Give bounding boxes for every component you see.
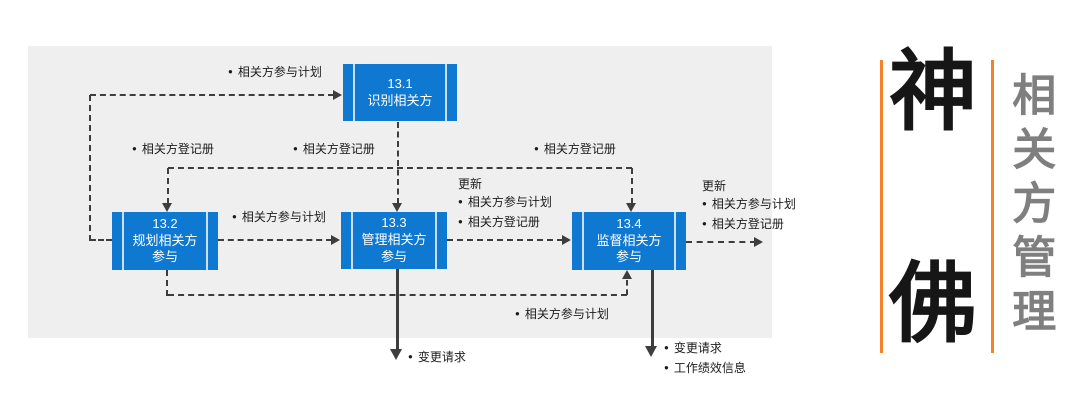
- arrowhead-into-13-4-left: [562, 235, 571, 245]
- process-name-line2: 参与: [151, 249, 178, 265]
- accent-divider-right: [991, 60, 994, 353]
- process-box-13-4-monitor-engagement: 13.4 监督相关方 参与: [572, 212, 686, 270]
- arrowhead-into-13-4-bottom: [622, 270, 632, 279]
- arrowhead-output-right: [754, 237, 763, 247]
- update-item-register: 相关方登记册: [702, 215, 796, 235]
- update-item-engagement-plan: 相关方参与计划: [458, 193, 552, 213]
- process-code: 13.1: [387, 75, 413, 91]
- arrowhead-into-13-1: [333, 90, 342, 100]
- process-code: 13.2: [152, 215, 178, 231]
- process-code: 13.4: [616, 215, 642, 231]
- label-engagement-plan-to-13-3: 相关方参与计划: [232, 208, 326, 225]
- process-code: 13.3: [381, 215, 407, 231]
- label-register-to-13-3: 相关方登记册: [293, 140, 375, 157]
- output-line-13-3-change-request: [396, 268, 399, 350]
- flow-13-3-to-13-4: [447, 239, 563, 241]
- flow-register-to-13-4: [631, 168, 633, 204]
- update-item-register: 相关方登记册: [458, 213, 552, 233]
- label-change-request-13-3: 变更请求: [408, 348, 466, 365]
- arrowhead-into-13-3-left: [331, 235, 340, 245]
- flow-register-down-from-13-1: [397, 122, 399, 204]
- update-title: 更新: [702, 179, 727, 193]
- arrowhead-into-13-3-top: [392, 203, 402, 212]
- flow-13-2-bottom-drop: [166, 270, 168, 296]
- process-name-line1: 监督相关方: [596, 232, 662, 248]
- process-name-line1: 规划相关方: [132, 232, 198, 248]
- process-name-line1: 管理相关方: [361, 232, 427, 248]
- arrowhead-into-13-4-top: [626, 203, 636, 212]
- outputs-13-4-bottom: 变更请求 工作绩效信息: [664, 339, 746, 379]
- update-outputs-13-4: 更新 相关方参与计划 相关方登记册: [702, 177, 796, 235]
- flow-13-2-to-13-3: [218, 239, 332, 241]
- accent-divider-left: [880, 60, 883, 353]
- flow-13-4-output-right: [686, 241, 756, 243]
- arrowhead-13-3-output: [390, 349, 402, 360]
- process-box-13-1-identify-stakeholders: 13.1 识别相关方: [343, 64, 457, 121]
- output-line-13-4-change-request: [651, 270, 654, 347]
- process-name-line2: 参与: [615, 249, 642, 265]
- brand-character-top: 神: [888, 42, 977, 141]
- update-title: 更新: [458, 177, 483, 191]
- label-engagement-plan-to-13-4: 相关方参与计划: [515, 305, 609, 322]
- brand-character-bottom: 佛: [888, 254, 977, 353]
- flow-plan-feedback-vertical: [89, 95, 91, 241]
- arrowhead-into-13-2-top: [162, 203, 172, 212]
- label-work-performance-info: 工作绩效信息: [664, 359, 746, 379]
- label-engagement-plan-to-13-1: 相关方参与计划: [228, 63, 322, 80]
- flow-plan-to-identify: [90, 94, 334, 96]
- label-register-to-13-2: 相关方登记册: [132, 140, 214, 157]
- flow-register-distribution: [168, 167, 632, 169]
- process-box-13-3-manage-engagement: 13.3 管理相关方 参与: [341, 212, 447, 269]
- arrowhead-13-4-output: [645, 346, 657, 357]
- process-name-line2: 参与: [380, 248, 407, 264]
- flow-bottom-rise-to-13-4: [626, 280, 628, 295]
- process-name-line1: 识别相关方: [367, 92, 433, 108]
- label-change-request-13-4: 变更请求: [664, 339, 746, 359]
- update-item-engagement-plan: 相关方参与计划: [702, 195, 796, 215]
- flow-register-to-13-2: [167, 168, 169, 204]
- chapter-title-vertical: 相关方管理: [1005, 72, 1055, 342]
- update-outputs-13-3: 更新 相关方参与计划 相关方登记册: [458, 175, 552, 233]
- process-box-13-2-plan-engagement: 13.2 规划相关方 参与: [112, 212, 218, 270]
- flow-plan-feedback-start: [90, 239, 112, 241]
- label-register-to-13-4: 相关方登记册: [534, 140, 616, 157]
